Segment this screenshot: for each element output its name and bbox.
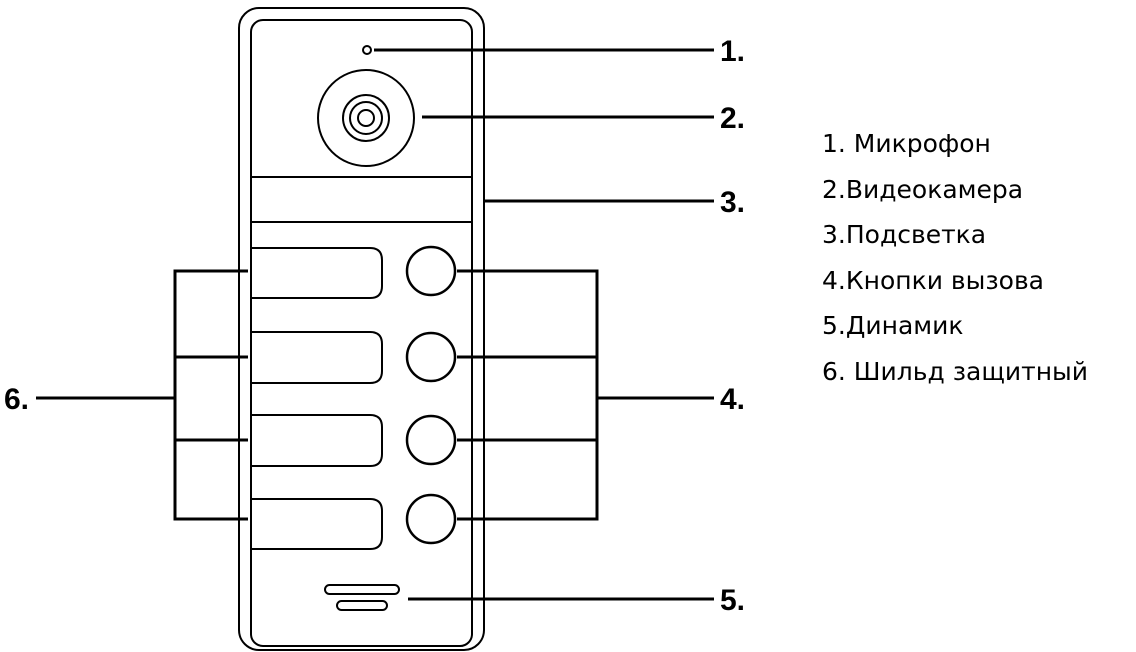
leader-lines	[36, 48, 714, 601]
legend-item-video-camera: 2.Видеокамера	[822, 174, 1024, 204]
legend-item-speaker: 5.Динамик	[822, 311, 964, 340]
camera-ring-outer	[317, 69, 415, 167]
speaker-slot-1	[324, 584, 400, 595]
call-button-3	[405, 414, 457, 466]
name-plates	[251, 247, 383, 550]
call-buttons	[405, 245, 457, 545]
callout-4: 4.	[720, 383, 745, 416]
callout-3: 3.	[720, 186, 745, 219]
microphone-hole	[362, 45, 372, 55]
call-button-1	[405, 245, 457, 297]
panel-outer-frame	[238, 7, 485, 651]
callout-6: 6.	[4, 383, 29, 416]
leader-bracket-4	[457, 269, 714, 521]
camera-ring-middle	[342, 94, 390, 142]
name-plate-1	[251, 247, 383, 299]
speaker-slot-2	[336, 600, 388, 611]
panel-housing	[238, 7, 485, 651]
legend: 1. Микрофон 2.Видеокамера 3.Подсветка 4.…	[822, 126, 1088, 399]
name-plate-3	[251, 414, 383, 467]
camera-lens	[357, 109, 375, 127]
speaker-grille	[324, 584, 400, 611]
legend-item-backlight: 3.Подсветка	[822, 220, 987, 249]
callout-1: 1.	[720, 35, 745, 68]
legend-item-protective-plate: 6. Шильд защитный	[822, 356, 1089, 386]
call-button-4	[405, 493, 457, 545]
name-plate-2	[251, 331, 383, 384]
backlight-strip	[251, 176, 472, 223]
name-plate-4	[251, 498, 383, 550]
camera-ring-inner	[349, 101, 383, 135]
callout-5: 5.	[720, 584, 745, 617]
legend-item-call-buttons: 4.Кнопки вызова	[822, 265, 1044, 295]
video-camera	[317, 69, 415, 167]
callout-2: 2.	[720, 102, 745, 135]
leader-bracket-6	[36, 269, 248, 521]
legend-item-microphone: 1. Микрофон	[822, 129, 991, 158]
call-button-2	[405, 331, 457, 383]
